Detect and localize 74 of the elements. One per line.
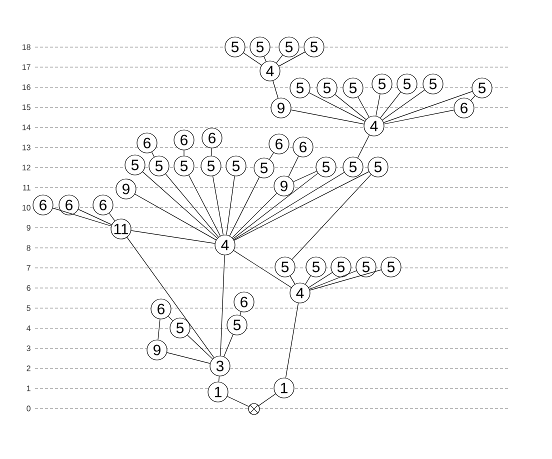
axis-label: 18 bbox=[22, 44, 30, 50]
connector-line bbox=[272, 80, 278, 98]
axis-label: 6 bbox=[26, 285, 30, 291]
cross-circle bbox=[248, 403, 260, 415]
axis-label: 1 bbox=[26, 386, 30, 392]
axis-label: 13 bbox=[22, 144, 30, 150]
connector-line bbox=[285, 302, 299, 378]
connector-line bbox=[166, 352, 210, 364]
axis-label: 3 bbox=[26, 345, 30, 352]
axis-label: 7 bbox=[26, 265, 30, 271]
connector-line bbox=[78, 209, 112, 225]
connector-line bbox=[126, 237, 214, 358]
connector-line bbox=[212, 176, 224, 236]
connector-line bbox=[293, 170, 317, 182]
connector-line bbox=[276, 54, 283, 64]
connector-line bbox=[227, 396, 250, 407]
connector-line bbox=[290, 110, 364, 124]
connector-line bbox=[334, 94, 366, 120]
connector-line bbox=[52, 208, 112, 226]
connector-line bbox=[308, 92, 366, 122]
connector-line bbox=[211, 148, 212, 156]
connector-line bbox=[258, 394, 276, 406]
connector-line bbox=[470, 95, 476, 101]
connector-line bbox=[358, 96, 370, 118]
connector-line bbox=[158, 318, 160, 340]
axis-label: 14 bbox=[22, 124, 31, 130]
connector-line bbox=[130, 230, 216, 244]
axis-label: 12 bbox=[22, 164, 30, 170]
connector-line bbox=[240, 312, 242, 316]
connector-line bbox=[288, 156, 299, 178]
connector-line bbox=[187, 334, 213, 360]
axis-label: 15 bbox=[22, 104, 30, 110]
connector-line bbox=[383, 91, 473, 123]
connector-line bbox=[380, 92, 401, 118]
connector-line bbox=[108, 212, 116, 222]
connector-line bbox=[165, 174, 219, 238]
connector-line bbox=[269, 152, 274, 160]
connector-line bbox=[232, 173, 318, 240]
connector-line bbox=[305, 275, 311, 285]
axis-label: 16 bbox=[22, 84, 30, 90]
connector-line bbox=[220, 255, 225, 356]
connector-line bbox=[290, 276, 296, 284]
connector-line bbox=[142, 172, 218, 238]
axis-label: 4 bbox=[26, 325, 31, 331]
axis-label: 17 bbox=[22, 64, 30, 70]
connector-line bbox=[308, 272, 333, 288]
connector-line bbox=[218, 376, 220, 382]
axis-label: 11 bbox=[23, 184, 30, 190]
connector-line bbox=[229, 176, 260, 236]
axis-label: 9 bbox=[26, 224, 30, 231]
axis-label: 5 bbox=[26, 305, 30, 311]
connector-line bbox=[232, 192, 278, 238]
connector-line bbox=[233, 250, 292, 288]
connector-line bbox=[292, 174, 372, 260]
connector-line bbox=[264, 56, 266, 62]
axis-label: 0 bbox=[26, 406, 30, 412]
connector-line bbox=[384, 110, 454, 124]
connector-line bbox=[234, 171, 370, 241]
axis-label: 2 bbox=[26, 366, 30, 372]
connector-line bbox=[226, 176, 235, 236]
connector-line bbox=[168, 316, 174, 322]
connector-line bbox=[382, 90, 425, 120]
connector-line bbox=[310, 270, 382, 290]
axis-label: 8 bbox=[26, 245, 30, 251]
connector-line bbox=[278, 52, 306, 66]
connector-line bbox=[243, 52, 262, 66]
connector-line bbox=[376, 94, 380, 116]
connector-line bbox=[234, 172, 344, 240]
connector-line bbox=[357, 134, 370, 158]
connector-line bbox=[151, 152, 155, 158]
connector-line bbox=[309, 270, 357, 290]
connector-line bbox=[188, 174, 221, 236]
connector-line bbox=[134, 194, 216, 240]
connector-line bbox=[224, 334, 234, 357]
